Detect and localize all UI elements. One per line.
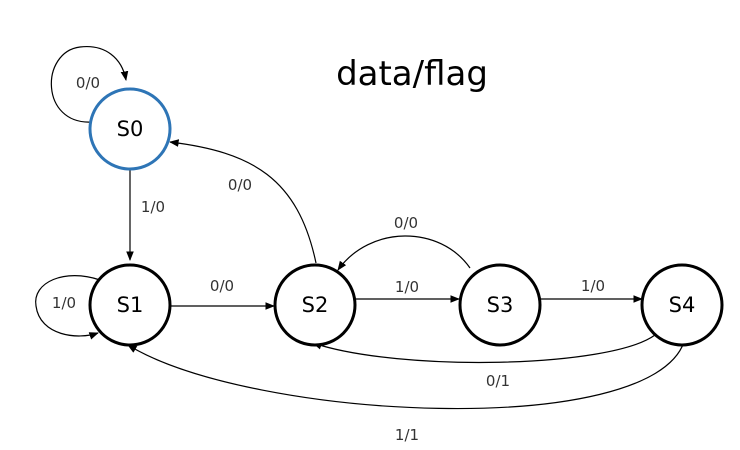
label-s4-s2: 0/1 [486,372,510,390]
transition-labels: 0/0 1/0 1/0 0/0 0/0 1/0 0/0 1/0 0/1 1/1 [52,74,605,444]
transitions [35,46,685,410]
label-s0-self: 0/0 [76,74,100,92]
label-s1-self: 1/0 [52,294,76,312]
state-s4: S4 [640,263,724,347]
state-s3-circle [458,263,542,347]
transition-s3-s2 [337,235,471,271]
transition-s2-s0 [169,139,317,264]
state-s0: S0 [88,87,172,171]
state-s2-circle [273,263,357,347]
state-s2: S2 [273,263,357,347]
state-s0-circle [88,87,172,171]
label-s1-s2: 0/0 [210,277,234,295]
state-s2-label: S2 [302,293,329,317]
label-s3-s2: 0/0 [394,214,418,232]
transition-s4-s1 [127,341,685,410]
state-s1: S1 [88,263,172,347]
diagram-title: data/flag [336,54,488,94]
label-s4-s1: 1/1 [395,426,419,444]
transition-s1-self [35,275,101,340]
transition-s0-self [50,46,129,123]
state-s4-label: S4 [669,293,696,317]
state-s3: S3 [458,263,542,347]
state-s4-circle [640,263,724,347]
label-s2-s3: 1/0 [395,278,419,296]
label-s0-s1: 1/0 [141,198,165,216]
state-s0-label: S0 [117,117,144,141]
state-s1-circle [88,263,172,347]
state-s1-label: S1 [117,293,144,317]
transition-s4-s2 [312,334,656,364]
label-s3-s4: 1/0 [581,277,605,295]
label-s2-s0: 0/0 [228,176,252,194]
state-s3-label: S3 [487,293,514,317]
